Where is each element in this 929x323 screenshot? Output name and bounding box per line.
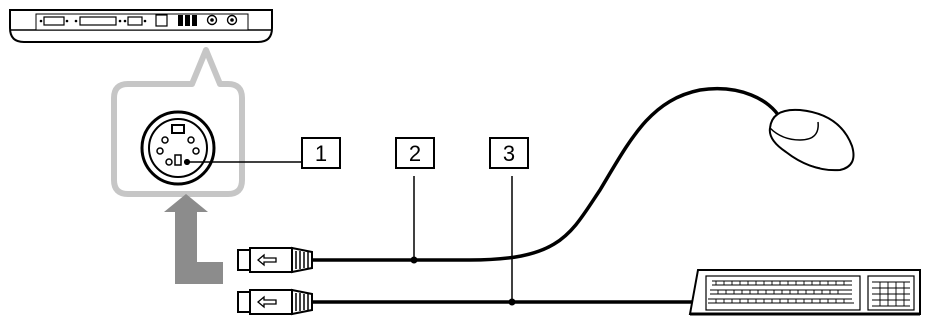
mouse-icon bbox=[768, 108, 855, 172]
callout-1-label: 1 bbox=[315, 141, 327, 166]
callout-3-label: 3 bbox=[503, 141, 515, 166]
insert-arrow-icon bbox=[164, 194, 223, 284]
ps2-plug-icon bbox=[237, 246, 313, 274]
keyboard-icon bbox=[688, 269, 921, 316]
docking-station-icon bbox=[9, 9, 273, 43]
callout-2-label: 2 bbox=[409, 141, 421, 166]
dock-ports bbox=[39, 14, 238, 27]
leader-dot-1 bbox=[184, 159, 190, 165]
keyboard-keys bbox=[708, 280, 910, 307]
callout-1: 1 bbox=[301, 137, 341, 169]
mouse-cable bbox=[312, 87, 782, 262]
ps2-plug-icon bbox=[237, 288, 313, 316]
callout-3: 3 bbox=[489, 137, 529, 169]
callout-2: 2 bbox=[395, 137, 435, 169]
ps2-port-icon bbox=[140, 110, 216, 186]
